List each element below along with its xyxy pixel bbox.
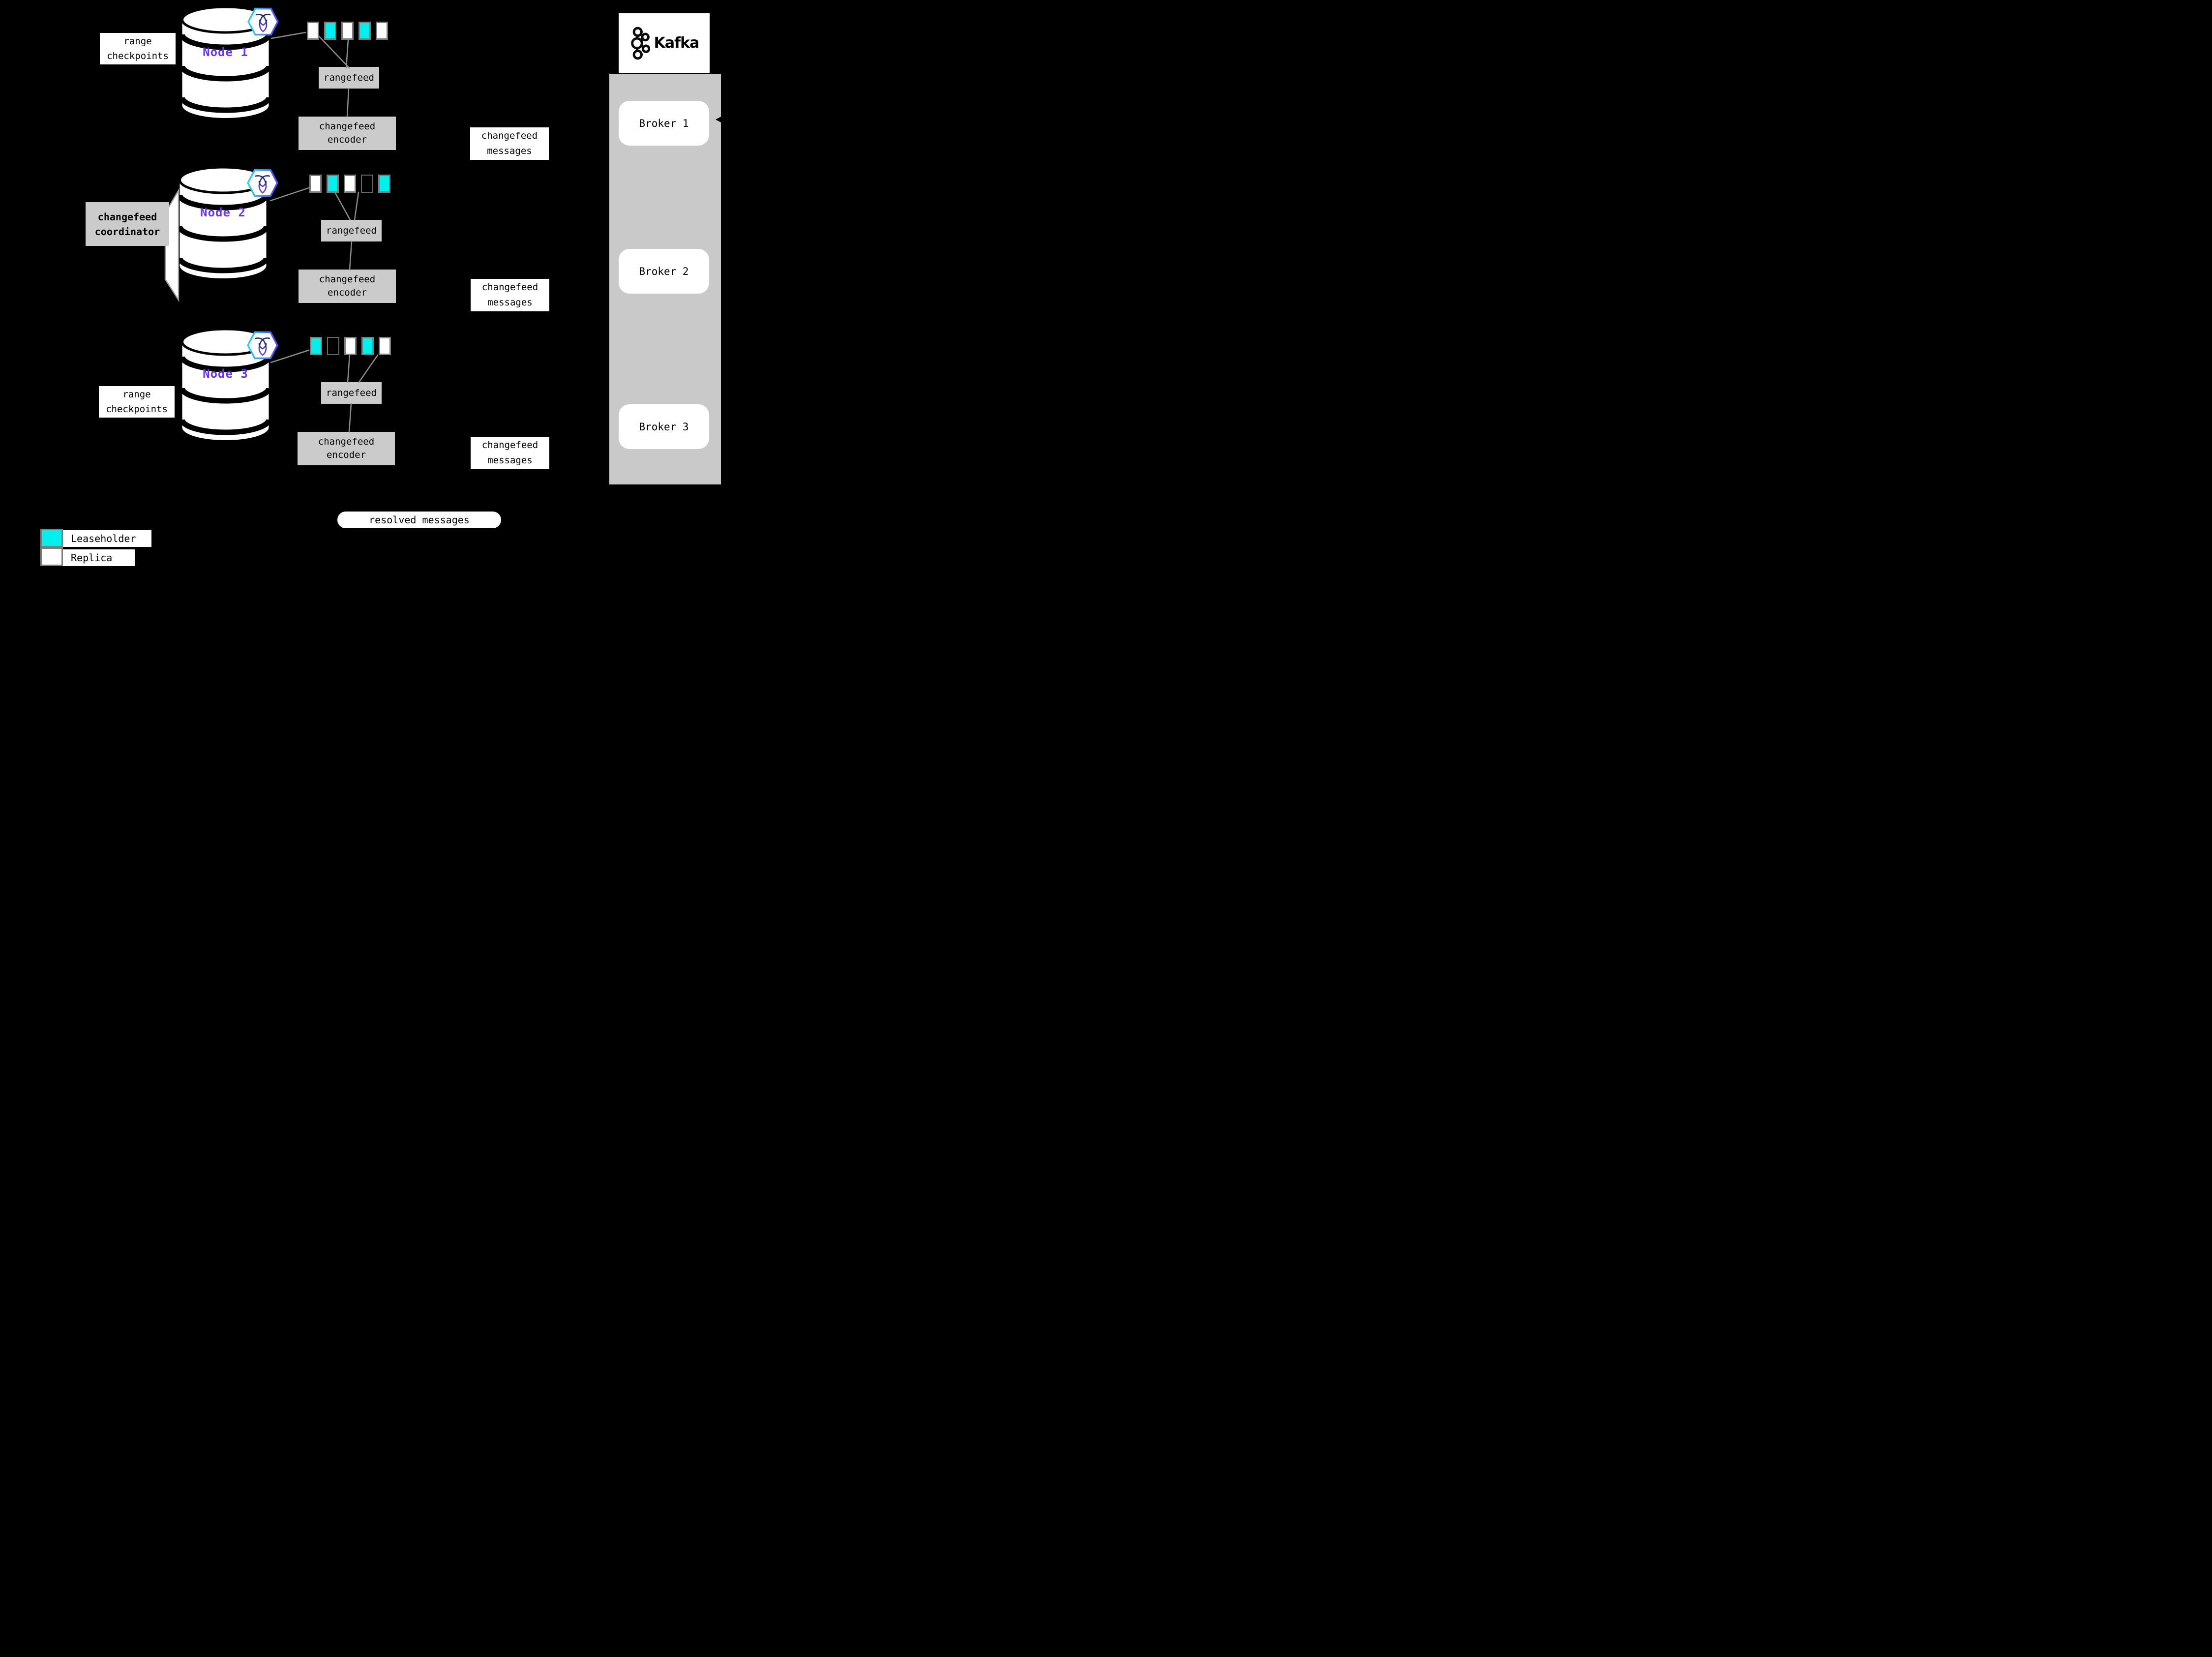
changefeed-coordinator-box: changefeed coordinator	[86, 202, 169, 246]
range-cell	[307, 22, 319, 40]
range-cell	[327, 337, 339, 355]
range-cell	[376, 22, 388, 40]
range-cell	[361, 175, 373, 193]
kafka-logo-icon	[630, 27, 650, 60]
range-checkpoints-label: range checkpoints	[100, 33, 176, 64]
range-cell	[309, 175, 322, 193]
range-cell	[378, 175, 390, 193]
kafka-logo-box: Kafka	[619, 13, 710, 73]
rangefeed-box: rangefeed	[321, 220, 382, 241]
range-cell	[310, 337, 322, 355]
legend-label-replica: Replica	[63, 549, 135, 566]
node-2-label: Node 2	[200, 206, 246, 219]
rangefeed-box: rangefeed	[319, 67, 379, 89]
changefeed-encoder-box: changefeed encoder	[299, 117, 396, 150]
broker-card: Broker 3	[619, 404, 709, 449]
changefeed-messages-label: changefeed messages	[470, 127, 549, 160]
range-cell	[379, 337, 391, 355]
node-2-database-cylinder-icon	[178, 166, 268, 278]
node-3-ranges	[310, 337, 391, 355]
range-cell	[344, 337, 357, 355]
kafka-wordmark: Kafka	[654, 34, 700, 52]
legend-swatch-replica	[40, 547, 63, 566]
node-1-database-cylinder-icon	[180, 5, 270, 118]
cockroachdb-logo-icon	[247, 169, 278, 197]
changefeed-architecture-diagram: Node 1 range checkpoints rangefeed chang…	[0, 0, 771, 577]
node-1-label: Node 1	[203, 45, 248, 59]
range-checkpoints-label: range checkpoints	[99, 386, 175, 418]
range-cell	[341, 22, 354, 40]
cockroachdb-logo-icon	[247, 7, 279, 36]
cockroachdb-logo-icon	[247, 331, 278, 360]
resolved-messages-pill: resolved messages	[337, 512, 501, 528]
node-3-database-cylinder-icon	[180, 328, 270, 440]
changefeed-messages-label: changefeed messages	[471, 437, 549, 469]
changefeed-encoder-box: changefeed encoder	[299, 270, 396, 303]
range-cell	[344, 175, 356, 193]
broker-card: Broker 1	[619, 101, 709, 146]
range-cell	[361, 337, 374, 355]
changefeed-encoder-box: changefeed encoder	[298, 432, 395, 465]
range-cell	[327, 175, 339, 193]
node-2-ranges	[309, 175, 390, 193]
node-1-ranges	[307, 22, 388, 40]
legend-label-leaseholder: Leaseholder	[63, 530, 151, 547]
legend-swatch-leaseholder	[40, 529, 63, 547]
broker-card: Broker 2	[619, 249, 709, 294]
node-3-label: Node 3	[203, 367, 248, 381]
range-cell	[359, 22, 371, 40]
range-cell	[324, 22, 336, 40]
rangefeed-box: rangefeed	[321, 382, 382, 404]
changefeed-messages-label: changefeed messages	[471, 279, 549, 311]
